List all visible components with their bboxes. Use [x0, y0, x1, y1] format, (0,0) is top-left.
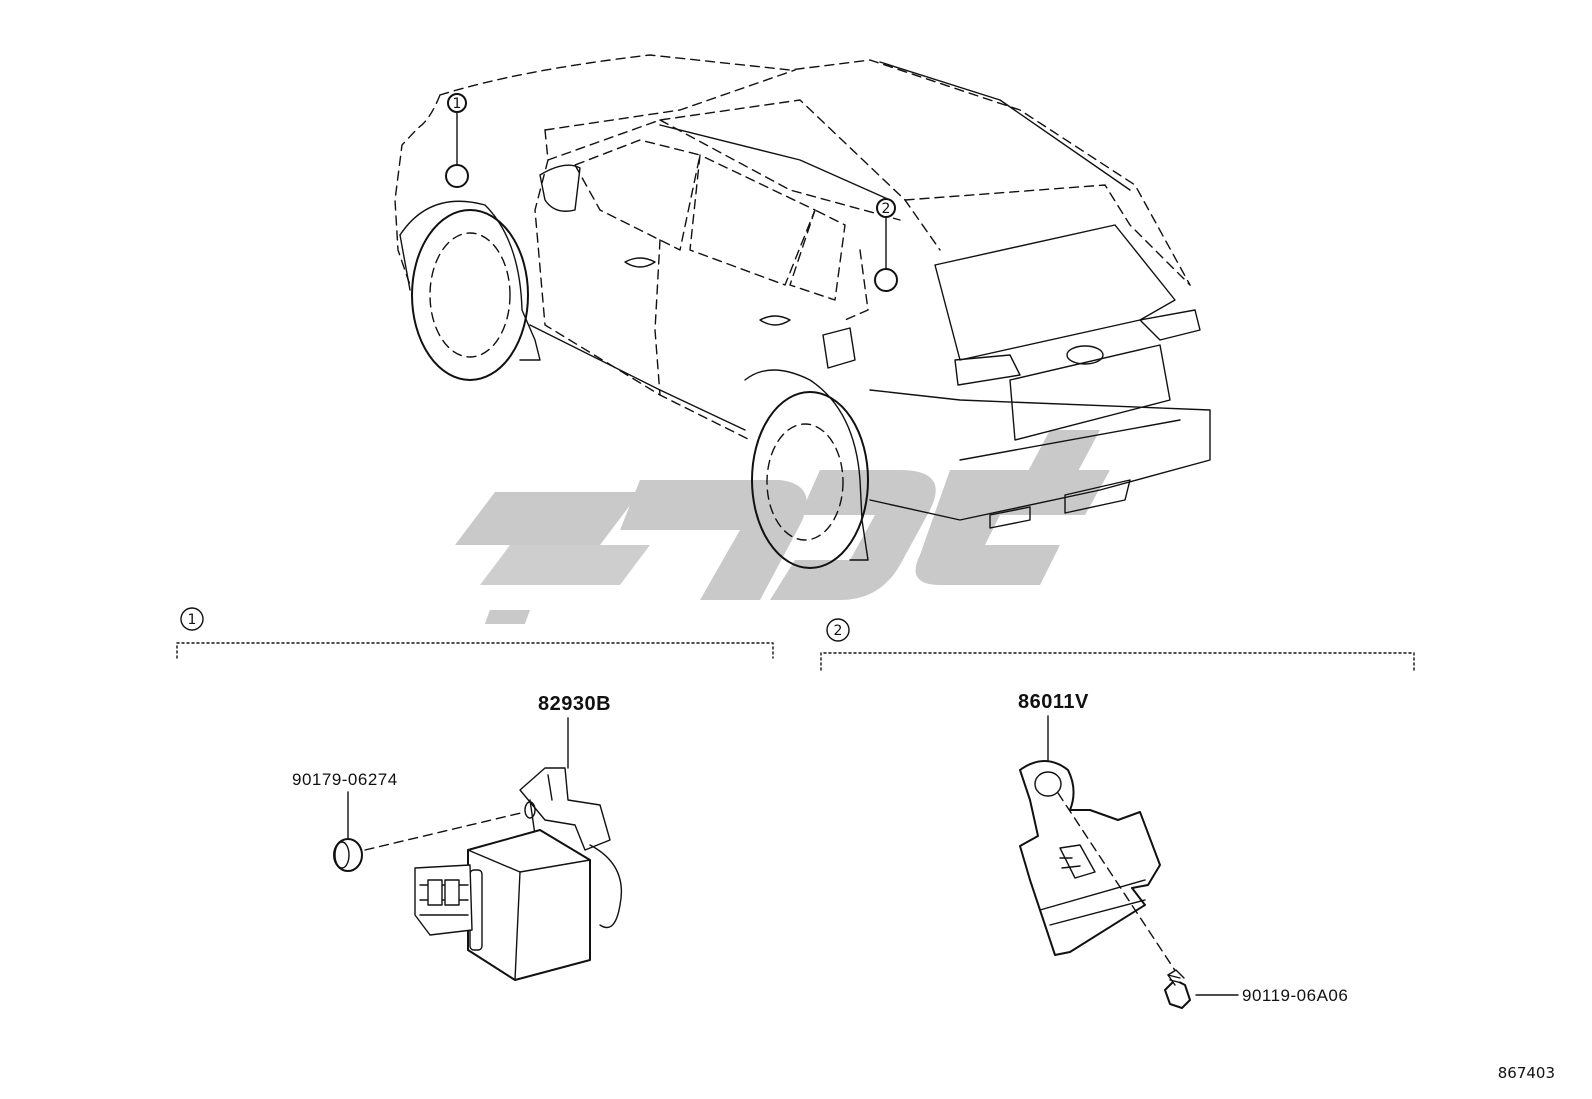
- module-bracket-drawing: [1019, 760, 1179, 976]
- svg-text:1: 1: [188, 612, 197, 628]
- part-90119-06A06[interactable]: 90119-06A06: [1195, 986, 1348, 1005]
- bolt-drawing: [1164, 969, 1191, 1009]
- vehicle-locator-2: 2: [874, 198, 898, 292]
- nut-drawing: [333, 811, 526, 872]
- svg-text:90179-06274: 90179-06274: [292, 770, 398, 789]
- svg-text:90119-06A06: 90119-06A06: [1242, 986, 1348, 1005]
- vehicle-locator-1: 1: [445, 93, 469, 188]
- svg-text:82930B: 82930B: [538, 693, 611, 715]
- svg-text:1: 1: [453, 96, 462, 112]
- section-1-header: 1: [176, 607, 774, 659]
- relay-block-drawing: [414, 767, 622, 981]
- svg-text:2: 2: [882, 201, 891, 217]
- vehicle-outline: [394, 54, 1211, 569]
- part-86011V[interactable]: 86011V: [1018, 691, 1089, 763]
- watermark-logo: [455, 430, 1110, 624]
- part-82930B[interactable]: 82930B: [538, 693, 611, 769]
- svg-text:2: 2: [834, 623, 843, 639]
- figure-reference-number: 867403: [1498, 1064, 1555, 1082]
- part-90179-06274[interactable]: 90179-06274: [292, 770, 398, 839]
- svg-text:86011V: 86011V: [1018, 691, 1089, 713]
- section-2-header: 2: [820, 618, 1415, 671]
